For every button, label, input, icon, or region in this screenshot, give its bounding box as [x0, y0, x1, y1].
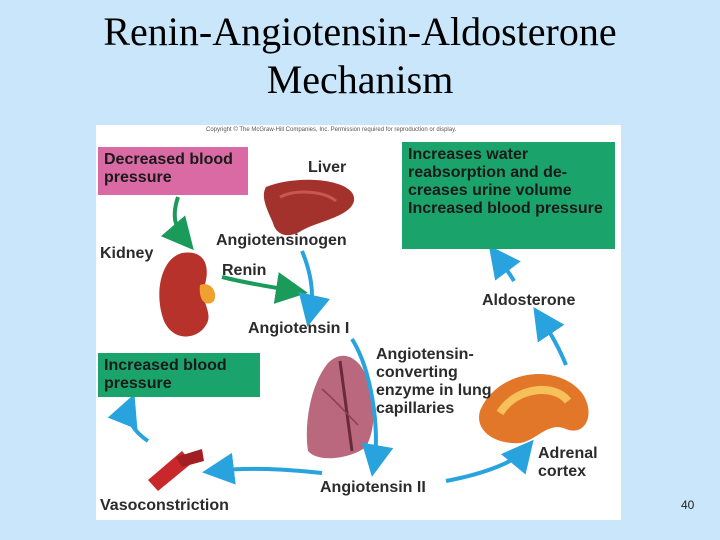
aldosterone-to-water-arrow	[488, 245, 521, 283]
diagram-artwork	[107, 179, 589, 491]
angiotensin-i-label: Angiotensin I	[248, 320, 350, 337]
liver-label: Liver	[308, 159, 347, 176]
kidney-label: Kidney	[100, 245, 154, 262]
angiotensin-i-to-ii-arrow	[350, 337, 394, 477]
angiotensin-ii-to-adrenal-arrow	[445, 439, 534, 483]
liver-illustration	[263, 179, 355, 236]
adrenal-to-aldosterone-arrow	[533, 307, 568, 366]
vessel-illustration	[148, 449, 204, 491]
renin-arrow	[221, 272, 308, 304]
vasoconstriction-label: Vasoconstriction	[100, 497, 229, 514]
renin-label: Renin	[222, 262, 267, 279]
kidney-illustration	[159, 252, 216, 337]
copyright-notice: Copyright © The McGraw-Hill Companies, I…	[206, 127, 457, 133]
ace-label: Angiotensin-converting enzyme in lung ca…	[376, 346, 492, 417]
slide-title: Renin-Angiotensin-Aldosterone Mechanism	[0, 8, 720, 104]
lung-illustration	[306, 355, 374, 459]
adrenal-illustration	[479, 373, 589, 444]
slide-title-line2: Mechanism	[266, 57, 454, 102]
angiotensin-ii-label: Angiotensin II	[320, 479, 426, 496]
decreased-bp-to-kidney-arrow	[160, 196, 194, 251]
increases-water-box: Increases water reabsorption and de-crea…	[402, 142, 615, 249]
decreased-bp-box: Decreased blood pressure	[98, 147, 248, 195]
vasoconstriction-to-increased-bp-arrow	[107, 393, 150, 443]
adrenal-cortex-label: Adrenal cortex	[538, 445, 598, 480]
page-number: 40	[681, 498, 695, 512]
angiotensinogen-label: Angiotensinogen	[216, 232, 347, 249]
angiotensin-ii-to-vasoconstriction-arrow	[202, 452, 323, 485]
aldosterone-label: Aldosterone	[482, 292, 576, 309]
angiotensinogen-to-angiotensin-i-arrow	[298, 250, 330, 327]
slide-title-line1: Renin-Angiotensin-Aldosterone	[103, 9, 617, 54]
raas-diagram: Copyright © The McGraw-Hill Companies, I…	[96, 125, 621, 520]
increased-bp-box: Increased blood pressure	[98, 353, 260, 397]
